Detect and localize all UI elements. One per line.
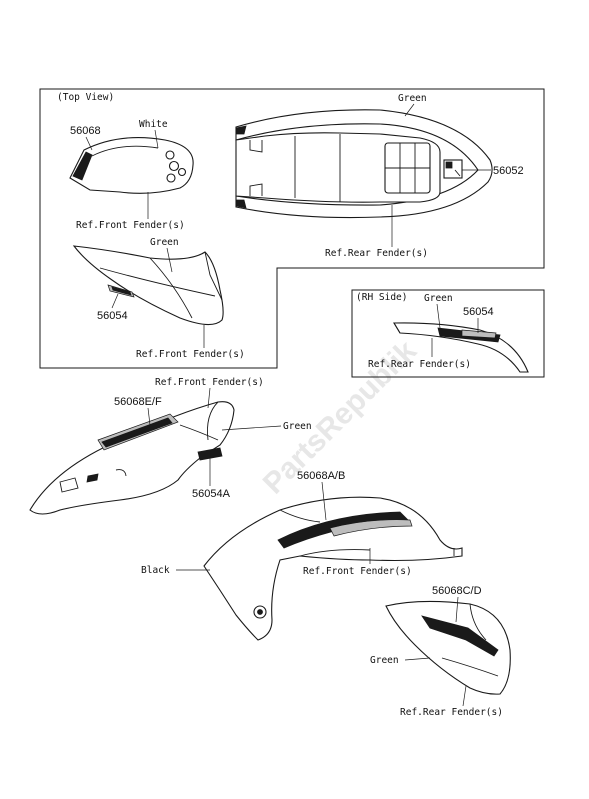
rh-side-frame (351, 289, 545, 378)
label-green-right: Green (283, 421, 312, 432)
label-56068CD: 56068C/D (432, 585, 482, 597)
top-view-title: (Top View) (57, 92, 114, 103)
label-ref-rear-fender-1: Ref.Rear Fender(s) (325, 248, 428, 259)
label-green-tail: Green (370, 655, 399, 666)
label-56054: 56054 (97, 310, 128, 322)
label-white: White (139, 119, 168, 130)
label-56068EF: 56068E/F (114, 396, 162, 408)
tank-side-part (29, 401, 235, 515)
rh-side-panel: (RH Side) Green 56054 Ref.Rear Fender(s) (351, 289, 545, 378)
label-green-tank: Green (150, 237, 179, 248)
label-green-seat: Green (398, 93, 427, 104)
label-ref-front-fender-mid: Ref.Front Fender(s) (303, 566, 412, 577)
label-ref-front-fender-1: Ref.Front Fender(s) (76, 220, 185, 231)
tank-cover-part (72, 245, 224, 326)
label-56052: 56052 (493, 165, 524, 177)
label-56068: 56068 (70, 125, 101, 137)
label-rh-56054: 56054 (463, 306, 494, 318)
rh-side-title: (RH Side) (356, 292, 407, 303)
label-rh-ref-rear-fender: Ref.Rear Fender(s) (368, 359, 471, 370)
top-view-panel: (Top View) 56068 White Ref.Front Fender(… (39, 88, 545, 369)
seat-cowl-part (69, 136, 194, 194)
label-black: Black (141, 565, 170, 576)
label-56068AB: 56068A/B (297, 470, 345, 482)
rear-cowl-side-part (393, 322, 529, 373)
label-ref-rear-fender-bottom: Ref.Rear Fender(s) (400, 707, 503, 718)
label-ref-front-fender-top: Ref.Front Fender(s) (155, 377, 264, 388)
label-rh-green: Green (424, 293, 453, 304)
side-fairing-part (203, 496, 463, 641)
label-56054A: 56054A (192, 488, 231, 500)
seat-part (235, 109, 493, 219)
top-view-frame (39, 88, 545, 369)
tail-cowl-part (385, 600, 511, 695)
label-ref-front-fender-2: Ref.Front Fender(s) (136, 349, 245, 360)
